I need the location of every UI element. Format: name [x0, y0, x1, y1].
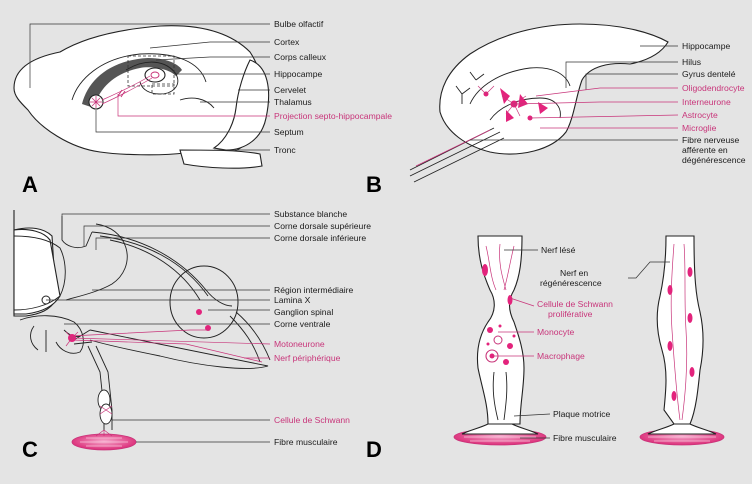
label-septum: Septum	[274, 127, 304, 137]
label-fibre-musculaire-d: Fibre musculaire	[553, 433, 617, 443]
panel-d-regenerating-nerve	[639, 235, 725, 446]
panel-a-illustration	[13, 25, 270, 169]
label-ganglion-spinal: Ganglion spinal	[274, 307, 333, 317]
label-hippocampe-b: Hippocampe	[682, 41, 730, 51]
label-lamina-x: Lamina X	[274, 295, 311, 305]
label-nerf-en: Nerf en	[560, 268, 588, 278]
label-oligodendrocyte: Oligodendrocyte	[682, 83, 745, 93]
label-plaque-motrice: Plaque motrice	[553, 409, 611, 419]
label-corne-ventrale: Corne ventrale	[274, 319, 331, 329]
panel-a-leaders	[29, 23, 270, 151]
label-region-intermediaire: Région intermédiaire	[274, 285, 354, 295]
label-bulbe-olfactif: Bulbe olfactif	[274, 19, 324, 29]
label-proliferative: proliférative	[548, 309, 593, 319]
label-substance-blanche: Substance blanche	[274, 209, 347, 219]
label-macrophage: Macrophage	[537, 351, 585, 361]
label-hilus: Hilus	[682, 57, 701, 67]
label-nerf-lese: Nerf lésé	[541, 245, 576, 255]
label-monocyte: Monocyte	[537, 327, 574, 337]
panel-letter-d: D	[366, 437, 382, 462]
label-cellule-de-schwann-d: Cellule de Schwann	[537, 299, 613, 309]
label-regenerescence: régénérescence	[540, 278, 602, 288]
label-projection-septo-hippocampale: Projection septo-hippocampale	[274, 111, 392, 121]
label-corne-dorsale-superieure: Corne dorsale supérieure	[274, 221, 371, 231]
label-motoneurone: Motoneurone	[274, 339, 325, 349]
panel-b-leaders	[470, 45, 679, 141]
panel-d-leaders	[492, 249, 670, 439]
label-nerf-peripherique: Nerf périphérique	[274, 353, 341, 363]
label-fibre-nerveuse: Fibre nerveuse	[682, 135, 740, 145]
label-hippocampe-a: Hippocampe	[274, 69, 322, 79]
label-degenerescence: dégénérescence	[682, 155, 746, 165]
label-cortex: Cortex	[274, 37, 300, 47]
label-thalamus: Thalamus	[274, 97, 312, 107]
label-corps-calleux: Corps calleux	[274, 52, 327, 62]
panel-c-illustration	[13, 210, 271, 451]
label-microglie: Microglie	[682, 123, 717, 133]
label-gyrus-dentele: Gyrus dentelé	[682, 69, 736, 79]
label-fibre-musculaire-c: Fibre musculaire	[274, 437, 338, 447]
panel-letter-c: C	[22, 437, 38, 462]
panel-letter-a: A	[22, 172, 38, 197]
panel-b-illustration	[409, 23, 669, 183]
label-corne-dorsale-inferieure: Corne dorsale inférieure	[274, 233, 366, 243]
label-tronc: Tronc	[274, 145, 296, 155]
label-interneurone: Interneurone	[682, 97, 731, 107]
label-afferente-en: afférente en	[682, 145, 728, 155]
panel-d-injured-nerve	[453, 235, 547, 446]
label-astrocyte: Astrocyte	[682, 110, 718, 120]
label-cellule-de-schwann-c: Cellule de Schwann	[274, 415, 350, 425]
label-cervelet: Cervelet	[274, 85, 307, 95]
panel-c-leaders	[46, 213, 271, 443]
panel-letter-b: B	[366, 172, 382, 197]
